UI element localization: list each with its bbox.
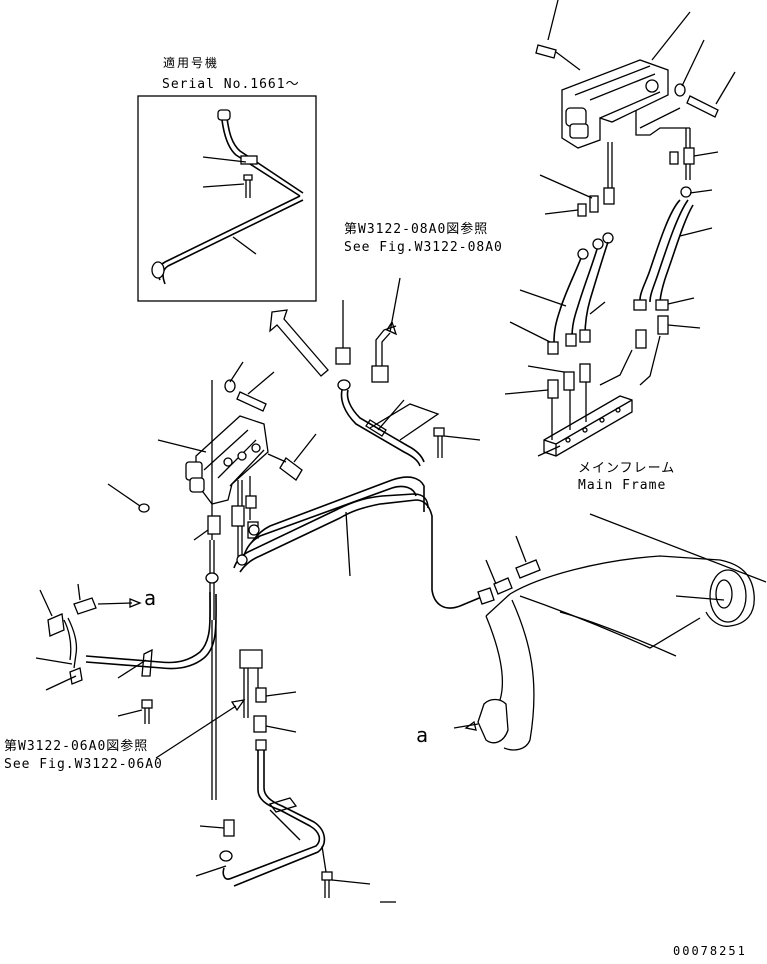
main-frame-manifold — [543, 382, 633, 457]
main-frame-leader — [537, 445, 561, 457]
lower-piping-assembly — [155, 649, 396, 903]
inset-title-en: Serial No.1661～ — [162, 77, 300, 92]
marker-a-left: a — [144, 586, 157, 610]
ref-left-jp: 第W3122-06A0図参照 — [4, 739, 149, 754]
main-frame-body — [453, 513, 767, 751]
left-side-piping — [35, 540, 219, 800]
main-frame-label-jp: メインフレーム — [578, 461, 676, 476]
marker-a-right: a — [416, 723, 429, 747]
inset-arrow — [269, 309, 329, 377]
upper-valve-assembly — [535, 0, 736, 188]
ref-left-en: See Fig.W3122-06A0 — [4, 757, 163, 772]
center-valve-assembly — [107, 361, 317, 560]
main-frame-label-en: Main Frame — [578, 478, 667, 493]
center-solenoid — [335, 277, 481, 467]
ref-top-jp: 第W3122-08A0図参照 — [344, 222, 489, 237]
drawing-number: 00078251 — [673, 944, 747, 958]
inset-title-jp: 適用号機 — [163, 56, 220, 70]
upper-right-tubes — [504, 147, 719, 399]
ref-top-en: See Fig.W3122-08A0 — [344, 240, 503, 255]
main-line-tubes — [233, 476, 541, 609]
inset-detail — [137, 95, 317, 302]
